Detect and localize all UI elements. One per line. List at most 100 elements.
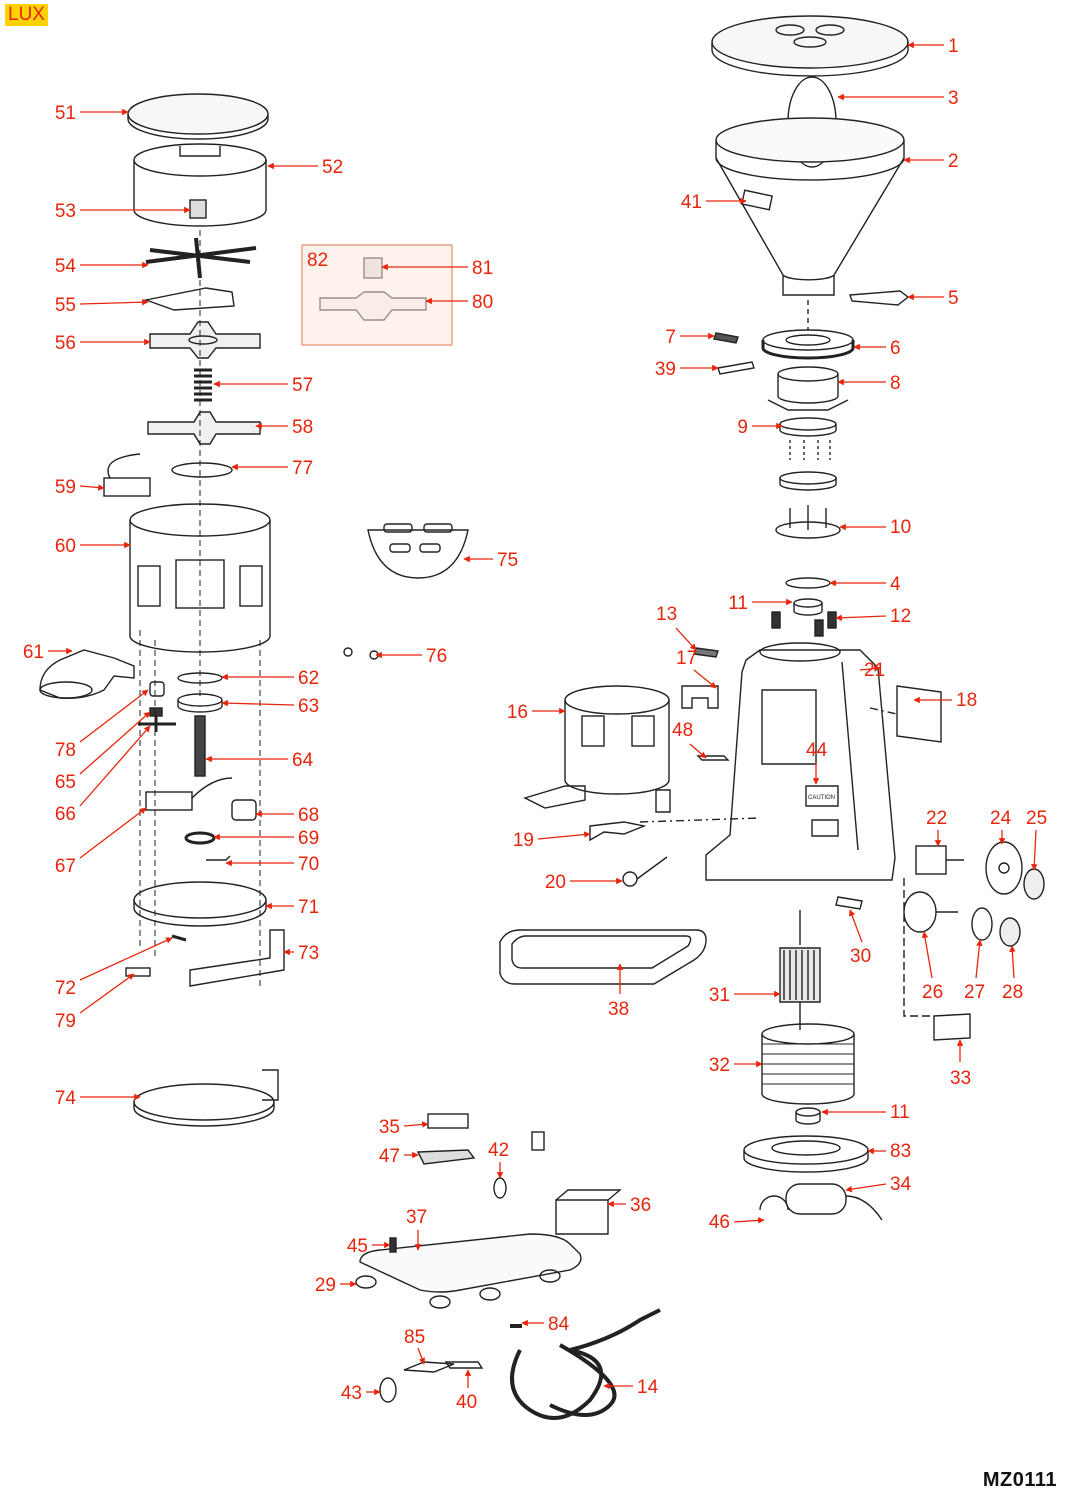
callout-label: 39 — [655, 359, 676, 380]
pawl — [206, 855, 231, 861]
hopper — [715, 117, 905, 296]
callout-label: 61 — [23, 642, 44, 663]
back-panel — [896, 685, 942, 743]
timer-26 — [903, 891, 958, 933]
callout-71: 71 — [265, 897, 319, 918]
callout-77: 77 — [231, 458, 313, 479]
callout-label: 25 — [1026, 808, 1047, 829]
callout-label: 67 — [55, 856, 76, 877]
microswitch — [103, 453, 151, 497]
callout-label: 17 — [676, 648, 697, 669]
callout-label: 9 — [737, 417, 748, 438]
callout-16: 16 — [507, 702, 566, 723]
sweeper — [145, 237, 257, 279]
caution-label-44: CAUTION — [808, 795, 835, 801]
callout-54: 54 — [55, 256, 149, 277]
rotor — [779, 910, 821, 1030]
callout-leader — [835, 614, 887, 622]
counter-68 — [231, 799, 257, 821]
callout-label: 24 — [990, 808, 1012, 829]
callout-3: 3 — [837, 88, 959, 109]
callout-67: 67 — [55, 807, 147, 877]
callout-label: 12 — [890, 606, 911, 627]
callout-label: 74 — [55, 1088, 77, 1109]
cover-75 — [367, 523, 469, 579]
callout-label: 76 — [426, 646, 447, 667]
callout-leader — [403, 1121, 429, 1128]
callout-7: 7 — [665, 327, 715, 348]
callout-label: 22 — [926, 808, 947, 829]
callout-82: 82 — [307, 250, 328, 271]
callout-label: 75 — [497, 550, 518, 571]
fork — [589, 821, 647, 842]
callout-46: 46 — [709, 1212, 765, 1233]
callout-label: 69 — [298, 828, 319, 849]
callout-label: 5 — [948, 288, 959, 309]
knob-28 — [999, 917, 1021, 947]
callout-24: 24 — [990, 808, 1012, 845]
callout-leader — [675, 627, 697, 651]
callout-79: 79 — [55, 973, 135, 1032]
doser-body — [129, 503, 271, 653]
ground-42 — [493, 1177, 507, 1199]
callout-label: 29 — [315, 1275, 336, 1296]
callout-label: 35 — [379, 1117, 400, 1138]
callout-label: 32 — [709, 1055, 730, 1076]
switch-67 — [145, 777, 233, 811]
callout-42: 42 — [488, 1140, 509, 1179]
callout-37: 37 — [406, 1207, 427, 1251]
cable-gland — [531, 1131, 545, 1151]
callout-66: 66 — [55, 725, 151, 825]
callout-5: 5 — [907, 288, 959, 309]
callout-label: 28 — [1002, 982, 1023, 1003]
pin — [717, 361, 755, 375]
screw — [814, 619, 824, 637]
callout-6: 6 — [853, 338, 901, 359]
bracket-17 — [681, 685, 719, 709]
callout-label: 64 — [292, 750, 314, 771]
screw-45 — [389, 1237, 397, 1253]
plate-79 — [125, 967, 151, 977]
star-66 — [138, 716, 176, 732]
spring-69 — [184, 831, 216, 845]
callout-29: 29 — [315, 1275, 357, 1296]
bracket-85 — [403, 1361, 455, 1373]
callout-40: 40 — [456, 1369, 477, 1413]
callout-label: 81 — [472, 258, 493, 279]
terminal-block — [427, 1113, 469, 1129]
callout-27: 27 — [964, 939, 985, 1003]
lock — [713, 332, 739, 344]
callout-21: 21 — [859, 660, 885, 681]
callout-label: 31 — [709, 985, 730, 1006]
callout-label: 36 — [630, 1195, 651, 1216]
callout-78: 78 — [55, 689, 149, 761]
burr-holder — [775, 505, 841, 539]
callout-label: 46 — [709, 1212, 730, 1233]
callout-label: 44 — [806, 740, 828, 761]
callout-label: 10 — [890, 517, 911, 538]
callout-label: 51 — [55, 103, 76, 124]
callout-label: 65 — [55, 772, 76, 793]
callout-85: 85 — [404, 1327, 425, 1365]
callout-label: 80 — [472, 292, 493, 313]
plate-55 — [143, 287, 235, 311]
callout-label: 3 — [948, 88, 959, 109]
callout-70: 70 — [225, 854, 319, 875]
callout-64: 64 — [205, 750, 314, 771]
callout-19: 19 — [513, 830, 591, 851]
callout-label: 66 — [55, 804, 76, 825]
callout-61: 61 — [23, 642, 73, 663]
callout-leader — [537, 831, 591, 840]
stator — [761, 1023, 855, 1105]
callout-label: 52 — [322, 157, 343, 178]
callout-12: 12 — [835, 606, 911, 627]
callout-label: 53 — [55, 201, 76, 222]
callout-leader — [849, 909, 863, 943]
callout-label: 58 — [292, 417, 313, 438]
bushing-63 — [177, 693, 223, 713]
washer-77 — [171, 462, 233, 478]
callout-leader — [733, 1217, 765, 1224]
star-56 — [149, 321, 261, 359]
switch-33 — [933, 1013, 971, 1041]
callout-leader — [845, 1183, 887, 1193]
